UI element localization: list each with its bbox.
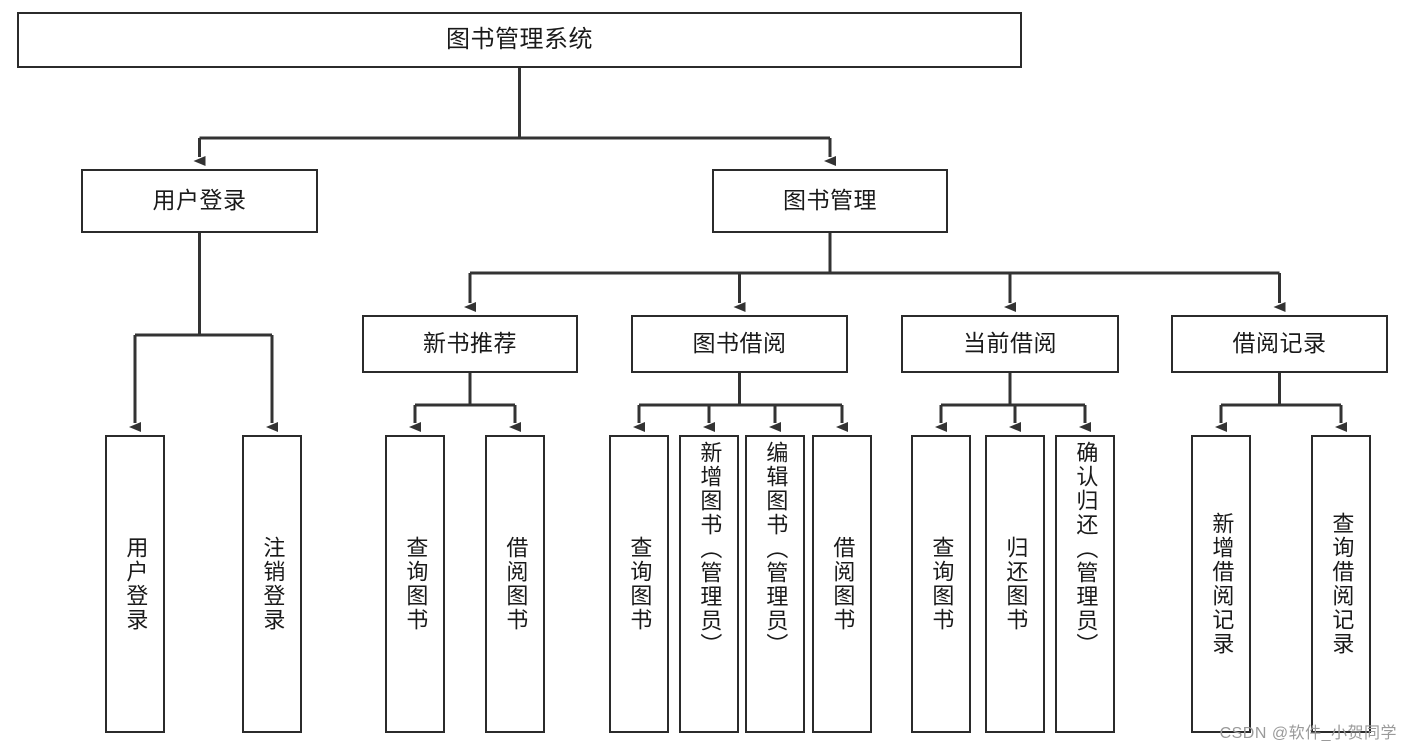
node-leaf-cb-query[interactable]: 查询图书: [911, 435, 971, 733]
node-label-leaf-br-query: 查询借阅记录: [1329, 512, 1355, 656]
node-leaf-bb-borrow[interactable]: 借阅图书: [812, 435, 872, 733]
node-leaf-bb-edit[interactable]: 编辑图书（管理员）: [745, 435, 805, 733]
node-leaf-user-login[interactable]: 用户登录: [105, 435, 165, 733]
node-user-login[interactable]: 用户登录: [81, 169, 318, 233]
node-leaf-bb-query[interactable]: 查询图书: [609, 435, 669, 733]
node-label-leaf-rec-query: 查询图书: [403, 536, 429, 632]
node-label-leaf-user-logout: 注销登录: [260, 536, 286, 632]
node-label-leaf-br-add: 新增借阅记录: [1209, 512, 1235, 656]
node-label-leaf-cb-confirm: 确认归还（管理员）: [1073, 441, 1099, 657]
node-label-root: 图书管理系统: [446, 25, 593, 53]
node-label-book-borrow: 图书借阅: [692, 330, 787, 357]
node-label-book-manage: 图书管理: [783, 187, 877, 214]
node-label-current-borrow: 当前借阅: [963, 330, 1057, 357]
node-book-manage[interactable]: 图书管理: [712, 169, 948, 233]
node-current-borrow[interactable]: 当前借阅: [901, 315, 1119, 373]
node-label-leaf-cb-query: 查询图书: [929, 536, 955, 632]
node-leaf-rec-query[interactable]: 查询图书: [385, 435, 445, 733]
node-leaf-rec-borrow[interactable]: 借阅图书: [485, 435, 545, 733]
node-borrow-record[interactable]: 借阅记录: [1171, 315, 1388, 373]
node-leaf-br-query[interactable]: 查询借阅记录: [1311, 435, 1371, 733]
node-label-leaf-bb-borrow: 借阅图书: [830, 536, 856, 632]
node-label-new-book-rec: 新书推荐: [423, 330, 517, 357]
node-label-leaf-rec-borrow: 借阅图书: [503, 536, 529, 632]
node-leaf-user-logout[interactable]: 注销登录: [242, 435, 302, 733]
node-leaf-br-add[interactable]: 新增借阅记录: [1191, 435, 1251, 733]
node-label-leaf-user-login: 用户登录: [123, 536, 149, 632]
node-label-leaf-cb-return: 归还图书: [1003, 536, 1029, 632]
connector-lines: [129, 68, 1347, 432]
node-book-borrow[interactable]: 图书借阅: [631, 315, 848, 373]
node-label-user-login: 用户登录: [152, 187, 247, 214]
node-label-leaf-bb-edit: 编辑图书（管理员）: [763, 441, 789, 657]
node-leaf-cb-return[interactable]: 归还图书: [985, 435, 1045, 733]
node-new-book-rec[interactable]: 新书推荐: [362, 315, 578, 373]
node-leaf-cb-confirm[interactable]: 确认归还（管理员）: [1055, 435, 1115, 733]
node-root[interactable]: 图书管理系统: [17, 12, 1022, 68]
node-label-leaf-bb-query: 查询图书: [627, 536, 653, 632]
node-leaf-bb-add[interactable]: 新增图书（管理员）: [679, 435, 739, 733]
node-label-leaf-bb-add: 新增图书（管理员）: [697, 441, 723, 657]
node-label-borrow-record: 借阅记录: [1232, 330, 1327, 357]
